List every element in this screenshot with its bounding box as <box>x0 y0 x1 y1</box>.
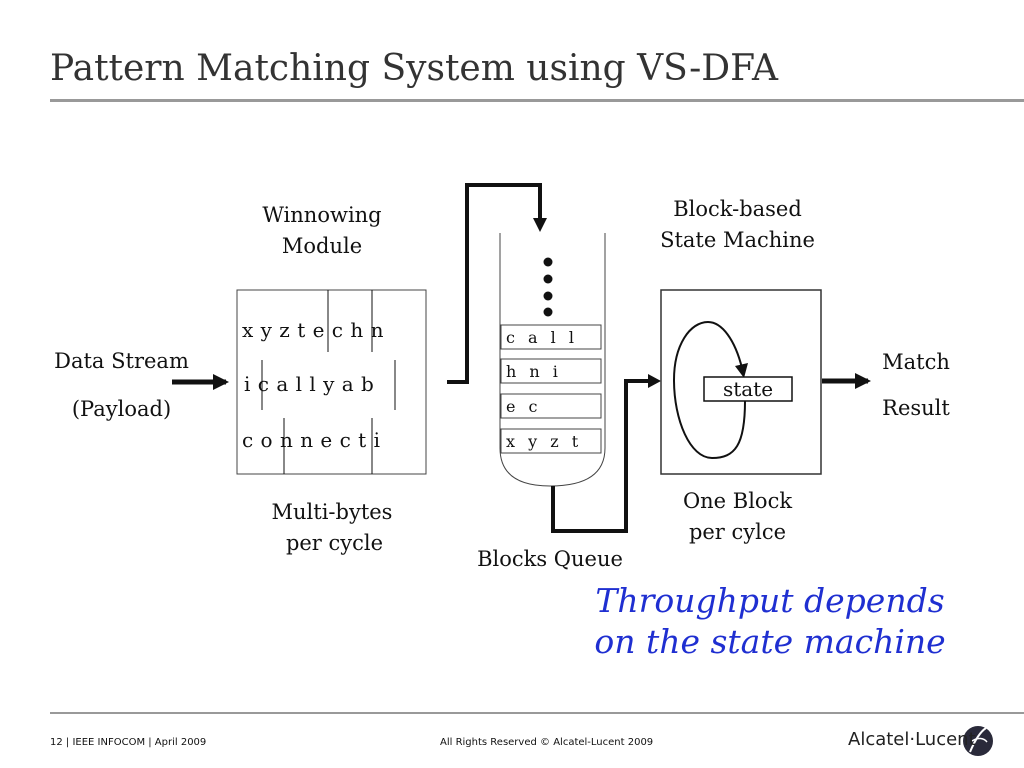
footer-logo-text: Alcatel·Lucent <box>848 729 976 750</box>
state-loop-arrow <box>672 320 746 460</box>
queue-block-3 <box>500 393 602 419</box>
state-label: state <box>722 377 774 401</box>
queue-block-4 <box>500 428 602 454</box>
match-label: Match <box>882 350 950 374</box>
throughput-note: Throughput depends on the state machine <box>560 580 980 662</box>
queue-block-1-text: c a l l <box>506 328 578 347</box>
multi-bytes-label-line1: Multi-bytes <box>271 500 393 524</box>
winnowing-row-2: i c a l l y a b <box>244 372 375 396</box>
footer-copyright: All Rights Reserved © Alcatel-Lucent 200… <box>440 737 654 748</box>
winnowing-module-box <box>236 289 427 475</box>
throughput-note-line2: on the state machine <box>594 622 946 661</box>
winnowing-separators <box>261 290 396 474</box>
payload-label: (Payload) <box>71 397 172 421</box>
title-divider <box>50 99 1024 102</box>
footer-divider <box>50 712 1024 714</box>
queue-block-1 <box>500 324 602 350</box>
multi-bytes-label-line2: per cycle <box>285 531 384 555</box>
block-based-label-line1: Block-based <box>673 197 802 221</box>
blocks-queue-tube <box>499 233 606 487</box>
winnowing-label-line1: Winnowing <box>262 203 382 227</box>
footer-slide-info: 12 | IEEE INFOCOM | April 2009 <box>50 737 207 748</box>
queue-ellipsis-dots <box>543 257 553 317</box>
queue-block-3-text: e c <box>506 397 542 416</box>
state-machine-box <box>660 289 822 475</box>
one-block-label-line1: One Block <box>682 489 793 513</box>
winnowing-row-3: c o n n e c t i <box>242 428 381 452</box>
winnowing-row-1: x y z t e c h n <box>242 318 384 342</box>
winnowing-to-queue-connector <box>447 183 542 384</box>
blocks-queue-label: Blocks Queue <box>477 547 623 571</box>
queue-block-2 <box>500 358 602 384</box>
result-label: Result <box>882 396 950 420</box>
block-based-label-line2: State Machine <box>660 228 815 252</box>
throughput-note-line1: Throughput depends <box>595 581 945 620</box>
winnowing-label-line2: Module <box>281 234 363 258</box>
queue-block-2-text: h n i <box>506 362 562 381</box>
queue-to-state-machine-connector <box>551 379 652 533</box>
alcatel-lucent-logo-icon <box>963 726 993 756</box>
state-box <box>703 376 793 402</box>
data-stream-label: Data Stream <box>54 349 189 373</box>
one-block-label-line2: per cylce <box>688 520 787 544</box>
queue-block-4-text: x y z t <box>506 432 583 451</box>
page-title: Pattern Matching System using VS-DFA <box>50 48 778 89</box>
